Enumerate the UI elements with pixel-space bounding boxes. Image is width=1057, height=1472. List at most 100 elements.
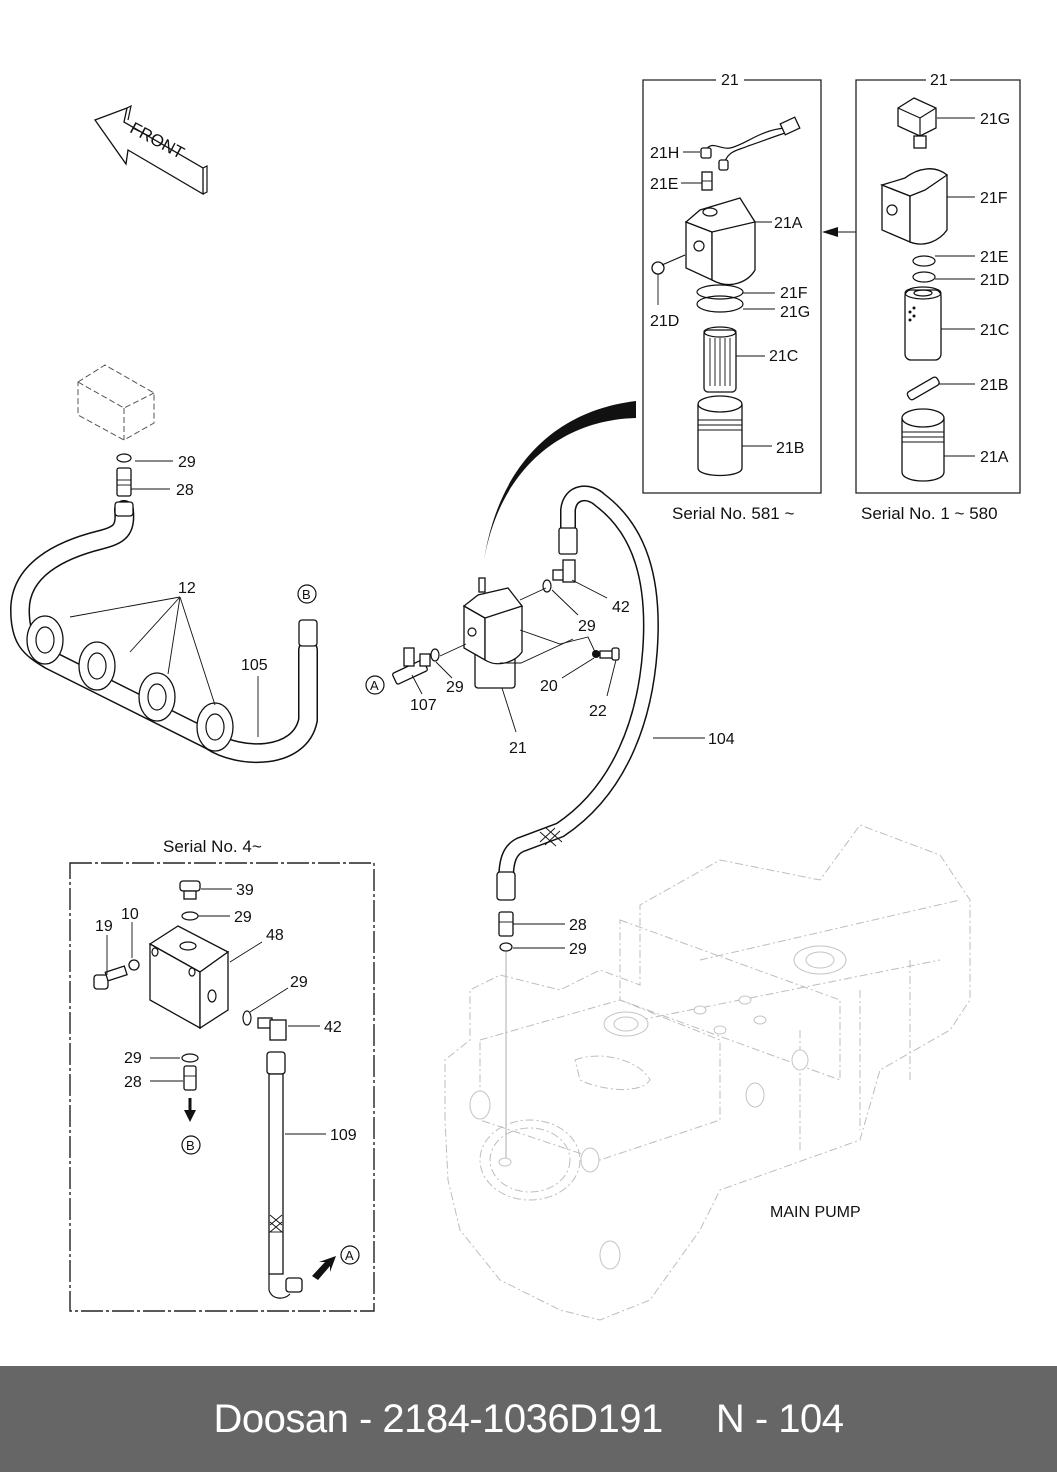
tee-107-icon [392,647,431,685]
oring-29-lower-icon [499,942,513,952]
label-28-box: 28 [124,1074,142,1091]
label-12: 12 [178,580,196,597]
housing-21f-icon [880,168,949,245]
reference-a-marker: A [365,675,385,695]
kit-581-title: 21 [721,72,739,89]
kit-serial-1-580-panel: 21 Serial No. 1 ~ 580 [855,72,1021,523]
reference-a-marker-box: A [340,1245,360,1265]
tank-ghost-outline [77,364,155,441]
hose-braid-pattern [539,827,563,847]
replacement-arrow-icon [822,227,856,237]
washer-10-icon [128,959,140,971]
label-old-21b: 21B [980,377,1008,394]
return-hose-105-assembly: 29 28 12 105 B [9,364,318,764]
filter-bowl-21a-icon [901,408,945,482]
filter-element-21c-icon [703,326,737,393]
sensor-21g-icon [897,97,937,149]
svg-text:B: B [302,587,311,602]
label-28: 28 [176,482,194,499]
svg-text:A: A [370,678,379,693]
label-29-right: 29 [578,618,596,635]
main-pump-ghost-outline: MAIN PUMP [444,824,971,1321]
svg-text:A: A [345,1248,354,1263]
clamp-12-icon [138,672,176,722]
label-42-lower: 42 [324,1019,342,1036]
bolt-19-icon [93,965,128,990]
reference-b-marker-box: B [181,1135,201,1155]
oring-21d-icon [912,271,936,283]
reference-b-marker: B [297,584,317,604]
label-21h: 21H [650,145,679,162]
filter-element-21c-icon-old [904,286,942,361]
label-21d: 21D [650,313,679,330]
label-21g: 21G [780,304,810,321]
oring-29-icon [116,453,132,463]
arrow-to-a-icon [312,1256,336,1280]
down-arrow-icon [184,1098,196,1122]
svg-text:B: B [186,1138,195,1153]
seal-ring-21f-icon [696,284,744,300]
block-48-icon [148,925,230,1030]
connector-28-icon [116,467,132,497]
label-105: 105 [241,657,268,674]
clamp-12-icon [196,702,234,752]
label-21e: 21E [650,176,678,193]
callout-arc [484,401,636,560]
label-29-top: 29 [234,909,252,926]
kit-1-580-caption: Serial No. 1 ~ 580 [861,504,998,523]
label-29-left: 29 [446,679,464,696]
label-22: 22 [589,703,607,720]
label-old-21a: 21A [980,449,1009,466]
oring-21e-icon [912,255,936,267]
label-109: 109 [330,1127,357,1144]
label-39: 39 [236,882,254,899]
filter-head-21a-icon [684,197,757,286]
label-48: 48 [266,927,284,944]
valve-21b-icon [906,376,940,401]
label-21: 21 [509,740,527,757]
oring-29-left-icon [430,648,440,662]
filter-bowl-21b-icon [697,395,743,477]
hose-109-icon [266,1051,303,1299]
oring-29-right-icon [542,579,552,593]
label-29-bottom: 29 [124,1050,142,1067]
label-21c: 21C [769,348,798,365]
oring-29-top-icon [181,911,199,921]
front-direction-arrow-icon: FRONT [93,104,208,196]
label-29-side: 29 [290,974,308,991]
connector-28-box-icon [183,1065,197,1091]
label-old-21e: 21E [980,249,1008,266]
label-10: 10 [121,906,139,923]
clamp-12-icon [78,641,116,691]
label-old-21g: 21G [980,111,1010,128]
label-21a: 21A [774,215,803,232]
main-pump-label: MAIN PUMP [770,1204,861,1221]
label-29-lower: 29 [569,941,587,958]
label-29: 29 [178,454,196,471]
kit-581-caption: Serial No. 581 ~ [672,504,794,523]
elbow-42-icon [552,559,576,583]
plug-39-icon [179,880,201,900]
bolt-22-icon [599,647,620,661]
footer-bar: Doosan - 2184-1036D191 N - 104 [0,1366,1057,1472]
kit-serial-581-panel: 21 Serial No. 581 ~ [642,72,822,523]
screw-21d-icon [651,254,686,275]
label-107: 107 [410,697,437,714]
oring-29-bottom-icon [181,1053,199,1063]
serial-4-panel: Serial No. 4~ [69,837,375,1312]
label-104: 104 [708,731,735,748]
filter-21-icon [462,577,524,689]
label-20: 20 [540,678,558,695]
kit-1-580-title: 21 [930,72,948,89]
fitting-21e-icon [701,171,713,191]
elbow-42-lower-icon [257,1017,287,1041]
footer-part-number: Doosan - 2184-1036D191 N - 104 [213,1396,844,1441]
label-28-lower: 28 [569,917,587,934]
label-21b: 21B [776,440,804,457]
label-42: 42 [612,599,630,616]
oring-29-side-icon [242,1010,252,1026]
label-19: 19 [95,918,113,935]
clamp-12-icon [26,615,64,665]
label-old-21f: 21F [980,190,1008,207]
pressure-hose-104-assembly: 104 28 29 [496,485,735,1160]
